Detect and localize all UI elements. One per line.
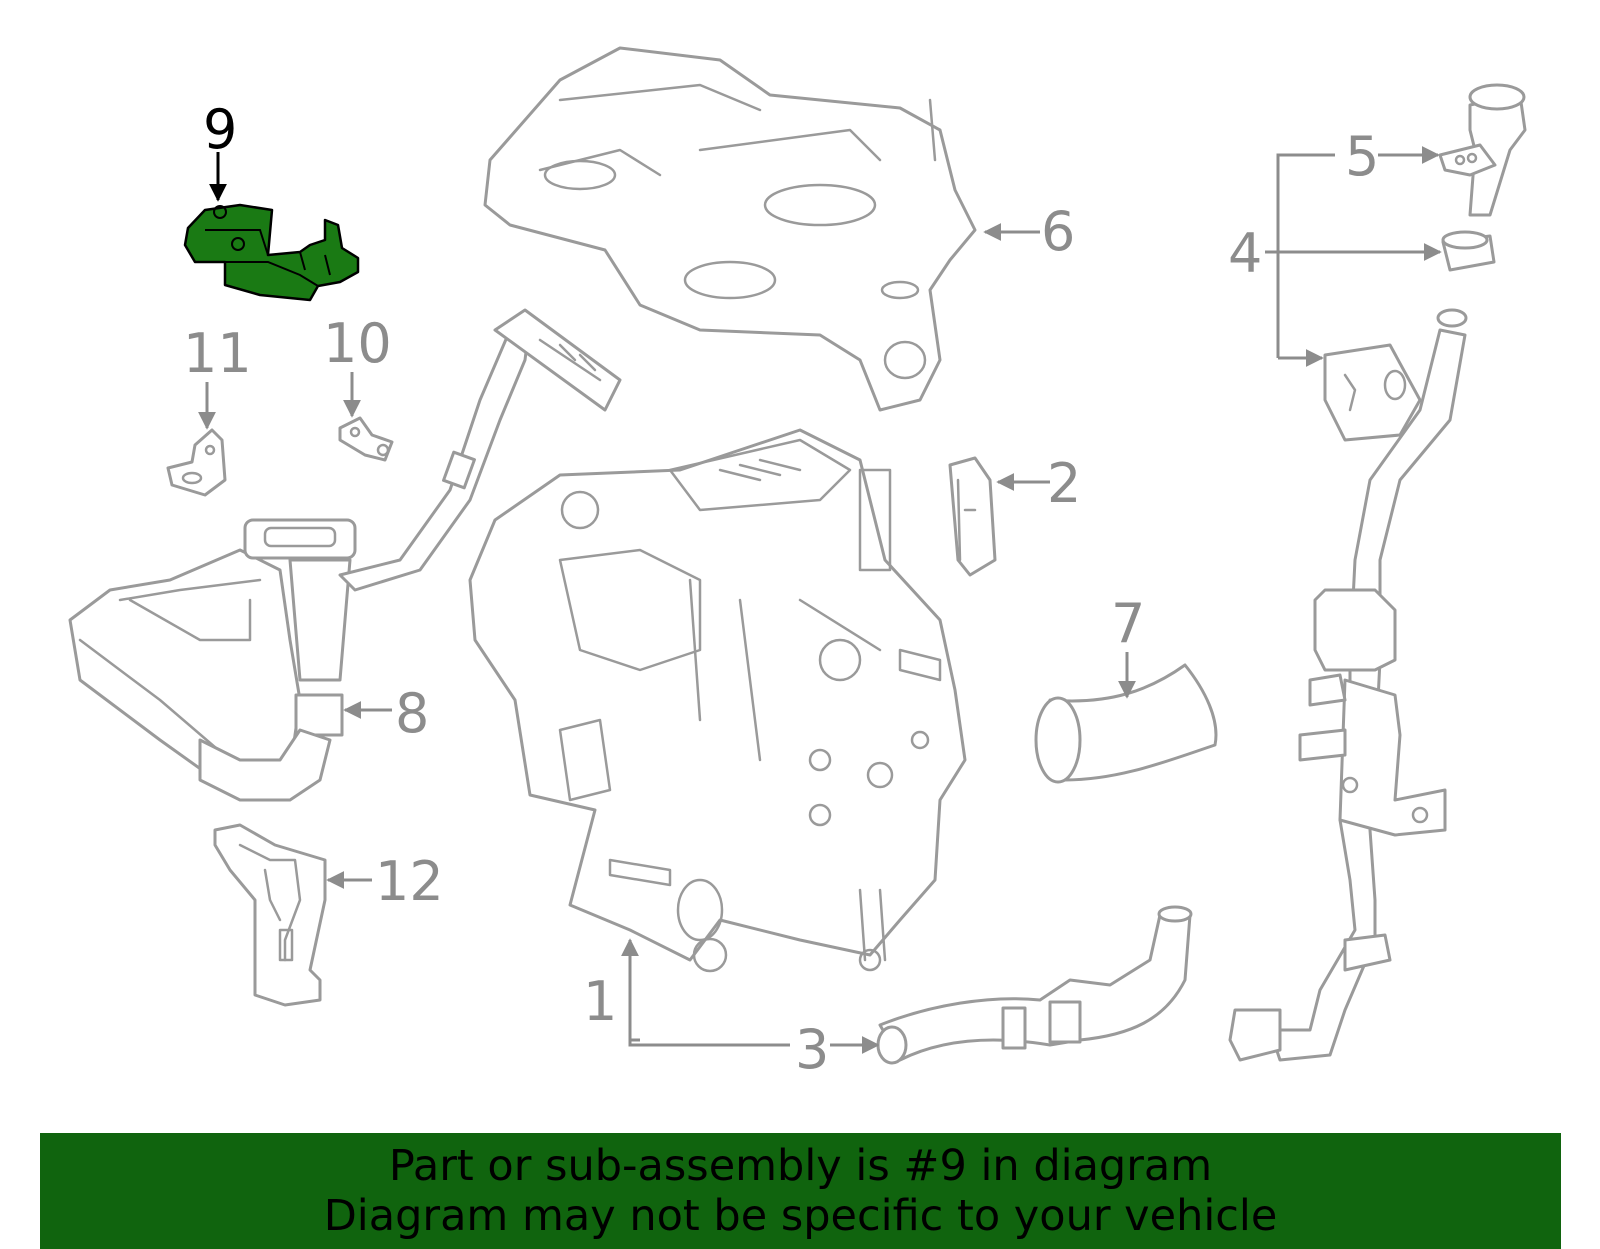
info-banner: Part or sub-assembly is #9 in diagram Di… xyxy=(40,1133,1561,1249)
callout-labels: 9 11 10 6 5 4 2 7 8 12 1 3 xyxy=(183,98,1379,1081)
part-8-reservoir xyxy=(68,318,532,802)
callout-9: 9 xyxy=(203,98,237,161)
callout-10: 10 xyxy=(323,312,392,375)
callout-1: 1 xyxy=(583,970,617,1033)
callout-5: 5 xyxy=(1345,125,1379,188)
part-2-clip xyxy=(948,456,997,577)
callout-7: 7 xyxy=(1111,592,1145,655)
part-5-sensor xyxy=(1438,83,1527,217)
callout-3: 3 xyxy=(795,1018,829,1081)
banner-line-1: Part or sub-assembly is #9 in diagram xyxy=(388,1141,1213,1191)
part-3-hose xyxy=(876,905,1193,1065)
part-4-clamp xyxy=(1441,230,1496,272)
part-10-bracket xyxy=(338,416,394,462)
part-6-cover xyxy=(483,46,977,412)
part-1-transmission xyxy=(468,428,967,973)
callout-2: 2 xyxy=(1047,452,1081,515)
banner-line-2: Diagram may not be specific to your vehi… xyxy=(323,1191,1278,1241)
part-4-pipe-assembly xyxy=(1228,308,1468,1062)
callout-12: 12 xyxy=(375,850,444,913)
part-11-bracket xyxy=(166,428,227,497)
callout-4: 4 xyxy=(1228,222,1262,285)
callout-8: 8 xyxy=(395,682,429,745)
part-9-bracket-highlighted[interactable] xyxy=(183,203,360,302)
leader-lines xyxy=(198,146,1442,1054)
callout-11: 11 xyxy=(183,322,252,385)
callout-6: 6 xyxy=(1041,200,1075,263)
part-8-connector xyxy=(493,308,622,412)
part-12-bracket xyxy=(213,823,327,1007)
part-7-hose xyxy=(1034,663,1218,784)
